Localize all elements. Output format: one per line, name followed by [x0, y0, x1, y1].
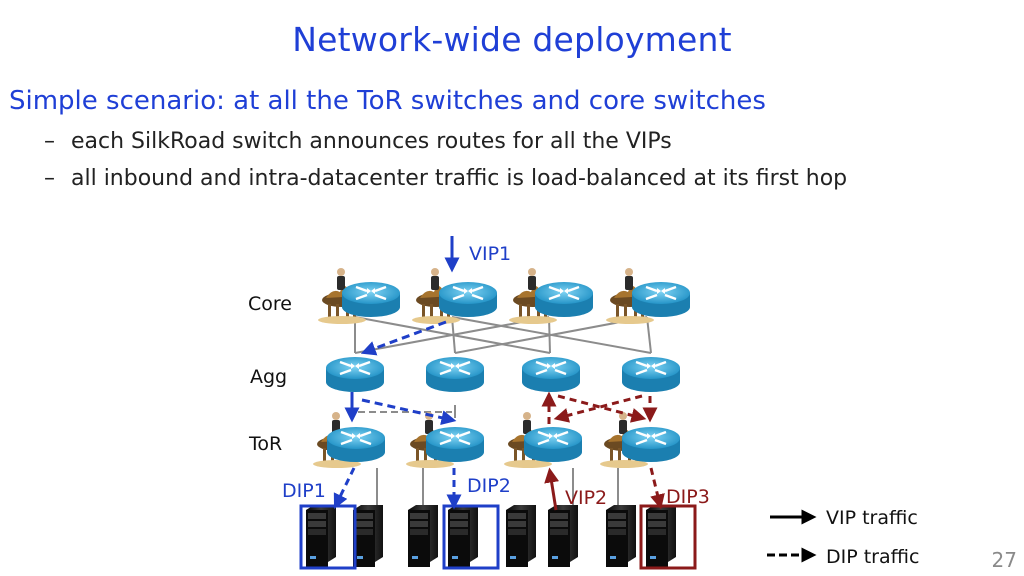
router-icon: [620, 355, 682, 394]
vip2-label: VIP2: [565, 487, 607, 509]
router-icon: [520, 355, 582, 394]
server-icon: [506, 505, 536, 567]
layer-label-core: Core: [248, 293, 292, 315]
vip1-label: VIP1: [469, 243, 511, 265]
server-icon: [606, 505, 636, 567]
dip2-label: DIP2: [467, 475, 511, 497]
page-number: 27: [991, 548, 1017, 572]
flow-labels: VIP1 DIP1 DIP2 VIP2 DIP3: [282, 243, 710, 509]
arrow-icon: [553, 394, 643, 423]
arrow-icon: [544, 467, 560, 511]
server-icon: [448, 505, 478, 567]
legend: VIP traffic DIP traffic: [767, 507, 919, 568]
server-icon: [408, 505, 438, 567]
router-icon: [522, 425, 584, 464]
arrow-icon: [557, 394, 647, 423]
vip2-flow: [541, 391, 665, 511]
tor-server-links: [376, 468, 619, 510]
router-icon: [630, 280, 692, 319]
vip1-flow: [333, 236, 462, 510]
dip3-box: [639, 504, 697, 570]
sub-bullet-1-text: each SilkRoad switch announces routes fo…: [71, 129, 672, 154]
main-bullet: Simple scenario: at all the ToR switches…: [9, 86, 766, 116]
server-icon: [646, 505, 676, 567]
server-row: [306, 505, 676, 567]
arrow-icon: [361, 398, 457, 426]
layer-label-tor: ToR: [248, 433, 282, 455]
router-icon: [340, 280, 402, 319]
router-icon: [437, 280, 499, 319]
dip2-box: [442, 504, 500, 570]
arrow-icon: [360, 320, 447, 356]
legend-vip-label: VIP traffic: [826, 507, 918, 529]
sub-bullet-1: –each SilkRoad switch announces routes f…: [44, 129, 672, 154]
legend-dip-label: DIP traffic: [826, 546, 919, 568]
core-agg-links: [354, 316, 652, 354]
arrow-icon: [333, 467, 356, 510]
sub-bullet-2-text: all inbound and intra-datacenter traffic…: [71, 166, 848, 191]
dip-boxes: [299, 504, 697, 570]
arrow-icon: [649, 467, 665, 510]
core-layer: [318, 268, 692, 324]
layer-label-agg: Agg: [250, 366, 287, 388]
sub-bullet-2: –all inbound and intra-datacenter traffi…: [44, 166, 847, 191]
dip3-label: DIP3: [666, 486, 710, 508]
dash-glyph: –: [44, 166, 55, 191]
router-icon: [325, 425, 387, 464]
router-icon: [324, 355, 386, 394]
tor-layer: [313, 412, 682, 468]
server-icon: [306, 505, 336, 567]
router-icon: [533, 280, 595, 319]
router-icon: [424, 355, 486, 394]
server-icon: [353, 505, 383, 567]
dip1-box: [299, 504, 357, 570]
dip1-label: DIP1: [282, 480, 326, 502]
dash-glyph: –: [44, 129, 55, 154]
layer-labels: Core Agg ToR: [248, 293, 292, 455]
slide-title: Network-wide deployment: [292, 20, 732, 59]
server-icon: [548, 505, 578, 567]
agg-layer: [324, 355, 682, 394]
router-icon: [424, 425, 486, 464]
router-icon: [620, 425, 682, 464]
